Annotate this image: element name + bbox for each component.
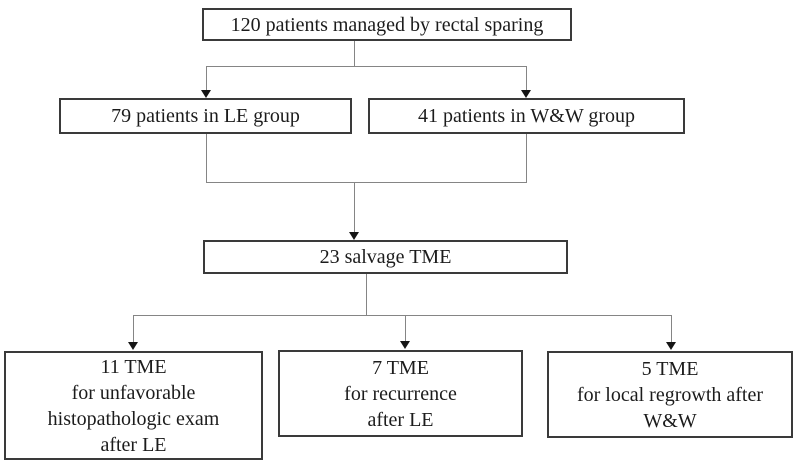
node-tme-unfavorable-line: for unfavorable — [71, 381, 196, 404]
node-tme-unfavorable: 11 TME for unfavorable histopathologic e… — [4, 351, 263, 460]
connector-to-regrowth — [671, 315, 672, 344]
node-tme-regrowth-line: 5 TME — [641, 357, 699, 380]
node-tme-regrowth-line: W&W — [643, 409, 697, 432]
node-tme-unfavorable-line: 11 TME — [100, 355, 167, 378]
connector-to-salvage — [354, 182, 355, 234]
connector-le-down — [206, 134, 207, 183]
node-le-group-label: 79 patients in LE group — [111, 105, 300, 127]
connector-root-branch — [206, 66, 527, 67]
node-tme-recurrence-line: after LE — [367, 408, 434, 431]
connector-to-unfavorable — [133, 315, 134, 344]
node-patients-total-label: 120 patients managed by rectal sparing — [230, 13, 544, 36]
arrowhead-to-unfavorable-icon — [128, 342, 138, 350]
connector-outcomes-branch — [133, 315, 672, 316]
connector-ww-down — [526, 134, 527, 183]
connector-merge-bar — [206, 182, 527, 183]
node-patients-total: 120 patients managed by rectal sparing — [202, 8, 572, 41]
arrowhead-to-le-icon — [201, 90, 211, 98]
node-tme-unfavorable-line: after LE — [100, 433, 167, 456]
connector-salvage-stem — [366, 274, 367, 316]
arrowhead-to-regrowth-icon — [666, 342, 676, 350]
node-tme-recurrence-line: 7 TME — [372, 356, 429, 379]
connector-to-recurrence — [405, 315, 406, 343]
node-salvage-tme-label: 23 salvage TME — [319, 246, 452, 268]
node-salvage-tme: 23 salvage TME — [203, 240, 568, 274]
connector-to-le — [206, 66, 207, 92]
connector-to-ww — [526, 66, 527, 92]
arrowhead-to-salvage-icon — [349, 232, 359, 240]
arrowhead-to-recurrence-icon — [400, 341, 410, 349]
node-le-group: 79 patients in LE group — [59, 98, 352, 134]
arrowhead-to-ww-icon — [521, 90, 531, 98]
node-tme-recurrence: 7 TME for recurrence after LE — [278, 350, 523, 437]
connector-root-stem — [354, 41, 355, 67]
node-tme-unfavorable-line: histopathologic exam — [47, 407, 220, 430]
node-tme-regrowth: 5 TME for local regrowth after W&W — [547, 351, 793, 438]
node-tme-regrowth-line: for local regrowth after — [576, 383, 763, 406]
node-ww-group: 41 patients in W&W group — [368, 98, 685, 134]
node-tme-recurrence-line: for recurrence — [344, 382, 457, 405]
node-ww-group-label: 41 patients in W&W group — [417, 105, 635, 127]
